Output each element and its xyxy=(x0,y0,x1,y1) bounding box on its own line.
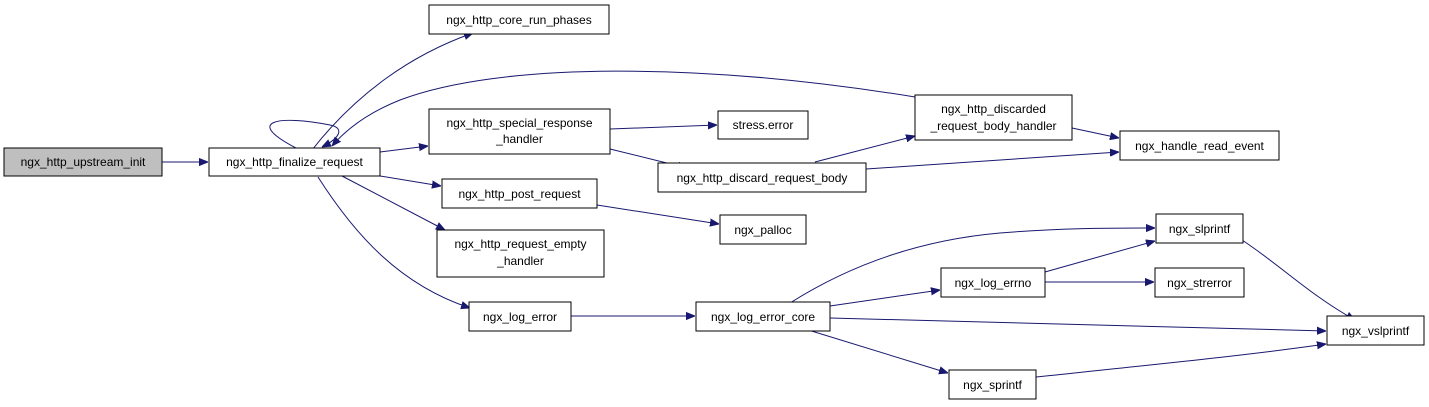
node-box xyxy=(428,108,611,155)
node-label-line-1: ngx_http_discarded xyxy=(941,102,1046,116)
node-box xyxy=(657,162,867,193)
node-stress-error[interactable]: stress.error xyxy=(717,110,809,140)
node-label-line-2: _handler xyxy=(495,132,543,146)
node-box xyxy=(948,369,1037,400)
node-ngx-log-error-core[interactable]: ngx_log_error_core xyxy=(695,301,831,332)
node-box xyxy=(1155,213,1244,244)
node-ngx-log-errno[interactable]: ngx_log_errno xyxy=(940,267,1046,298)
node-box xyxy=(208,147,381,177)
node-box xyxy=(436,229,605,278)
node-label: ngx_log_errno xyxy=(955,276,1032,290)
node-label: ngx_log_error xyxy=(483,310,557,324)
node-ngx-http-core-run-phases[interactable]: ngx_http_core_run_phases xyxy=(428,4,610,35)
edge-log-error-core-to-log-errno xyxy=(829,290,940,307)
node-label-line-1: ngx_http_request_empty xyxy=(454,237,586,251)
edge-discard-request-body-to-handle-read-event xyxy=(865,152,1119,170)
node-label: stress.error xyxy=(733,118,794,132)
node-label: ngx_http_finalize_request xyxy=(226,155,363,169)
edge-discard-request-body-to-discarded-handler xyxy=(814,136,915,163)
edge-finalize-request-to-log-error xyxy=(317,176,470,308)
edge-finalize-request-to-request-empty-handler xyxy=(341,175,445,230)
node-ngx-slprintf[interactable]: ngx_slprintf xyxy=(1155,213,1244,244)
node-label: ngx_http_discard_request_body xyxy=(677,171,848,185)
node-ngx-vslprintf[interactable]: ngx_vslprintf xyxy=(1326,315,1425,346)
node-label: ngx_palloc xyxy=(734,223,791,237)
edge-post-request-to-palloc xyxy=(596,204,719,224)
edges xyxy=(162,33,1355,378)
node-ngx-http-upstream-init[interactable]: ngx_http_upstream_init xyxy=(3,147,163,177)
node-box xyxy=(1154,267,1245,298)
node-box xyxy=(428,4,610,35)
node-ngx-http-special-response-handler[interactable]: ngx_http_special_response _handler xyxy=(428,108,611,155)
node-label: ngx_slprintf xyxy=(1169,222,1231,236)
node-box xyxy=(914,94,1073,141)
edge-log-error-core-to-vslprintf xyxy=(829,317,1326,331)
node-label: ngx_handle_read_event xyxy=(1135,139,1264,153)
node-label: ngx_http_upstream_init xyxy=(21,155,146,169)
edge-finalize-request-to-special-response-handler xyxy=(379,146,428,153)
node-box xyxy=(3,147,163,177)
edge-finalize-request-self-loop xyxy=(269,119,340,151)
node-ngx-http-post-request[interactable]: ngx_http_post_request xyxy=(441,178,598,209)
edge-discarded-handler-to-handle-read-event xyxy=(1071,127,1119,138)
node-label: ngx_http_core_run_phases xyxy=(446,13,591,27)
node-ngx-strerror[interactable]: ngx_strerror xyxy=(1154,267,1245,298)
node-label: ngx_strerror xyxy=(1167,276,1232,290)
edge-sprintf-to-vslprintf xyxy=(1035,344,1326,378)
edge-finalize-request-to-post-request xyxy=(379,175,441,186)
nodes: ngx_http_upstream_init ngx_http_finalize… xyxy=(3,4,1425,400)
node-ngx-log-error[interactable]: ngx_log_error xyxy=(468,301,572,332)
node-box xyxy=(441,178,598,209)
node-box xyxy=(940,267,1046,298)
node-label-line-2: _request_body_handler xyxy=(929,119,1056,133)
node-box xyxy=(1119,130,1280,161)
node-ngx-handle-read-event[interactable]: ngx_handle_read_event xyxy=(1119,130,1280,161)
node-box xyxy=(468,301,572,332)
node-label: ngx_http_post_request xyxy=(458,187,581,201)
node-box xyxy=(717,110,809,140)
node-label-line-2: _handler xyxy=(496,254,544,268)
edge-discarded-handler-to-finalize-request xyxy=(332,70,916,146)
edge-log-error-core-to-slprintf xyxy=(789,228,1155,304)
edge-log-error-core-to-sprintf xyxy=(804,328,948,373)
node-ngx-http-discarded-request-body-handler[interactable]: ngx_http_discarded _request_body_handler xyxy=(914,94,1073,141)
node-box xyxy=(695,301,831,332)
edge-finalize-request-to-core-run-phases xyxy=(311,33,473,151)
node-label: ngx_vslprintf xyxy=(1342,324,1410,338)
edge-log-errno-to-slprintf xyxy=(1044,241,1155,273)
node-ngx-palloc[interactable]: ngx_palloc xyxy=(719,214,807,245)
node-ngx-http-request-empty-handler[interactable]: ngx_http_request_empty _handler xyxy=(436,229,605,278)
edge-special-response-to-stress-error xyxy=(609,125,717,129)
node-label: ngx_log_error_core xyxy=(711,310,815,324)
node-ngx-http-discard-request-body[interactable]: ngx_http_discard_request_body xyxy=(657,162,867,193)
node-ngx-http-finalize-request[interactable]: ngx_http_finalize_request xyxy=(208,147,381,177)
node-box xyxy=(719,214,807,245)
node-box xyxy=(1326,315,1425,346)
edge-slprintf-to-vslprintf xyxy=(1241,239,1355,320)
node-label: ngx_sprintf xyxy=(963,378,1022,392)
node-label-line-1: ngx_http_special_response xyxy=(446,116,592,130)
node-ngx-sprintf[interactable]: ngx_sprintf xyxy=(948,369,1037,400)
